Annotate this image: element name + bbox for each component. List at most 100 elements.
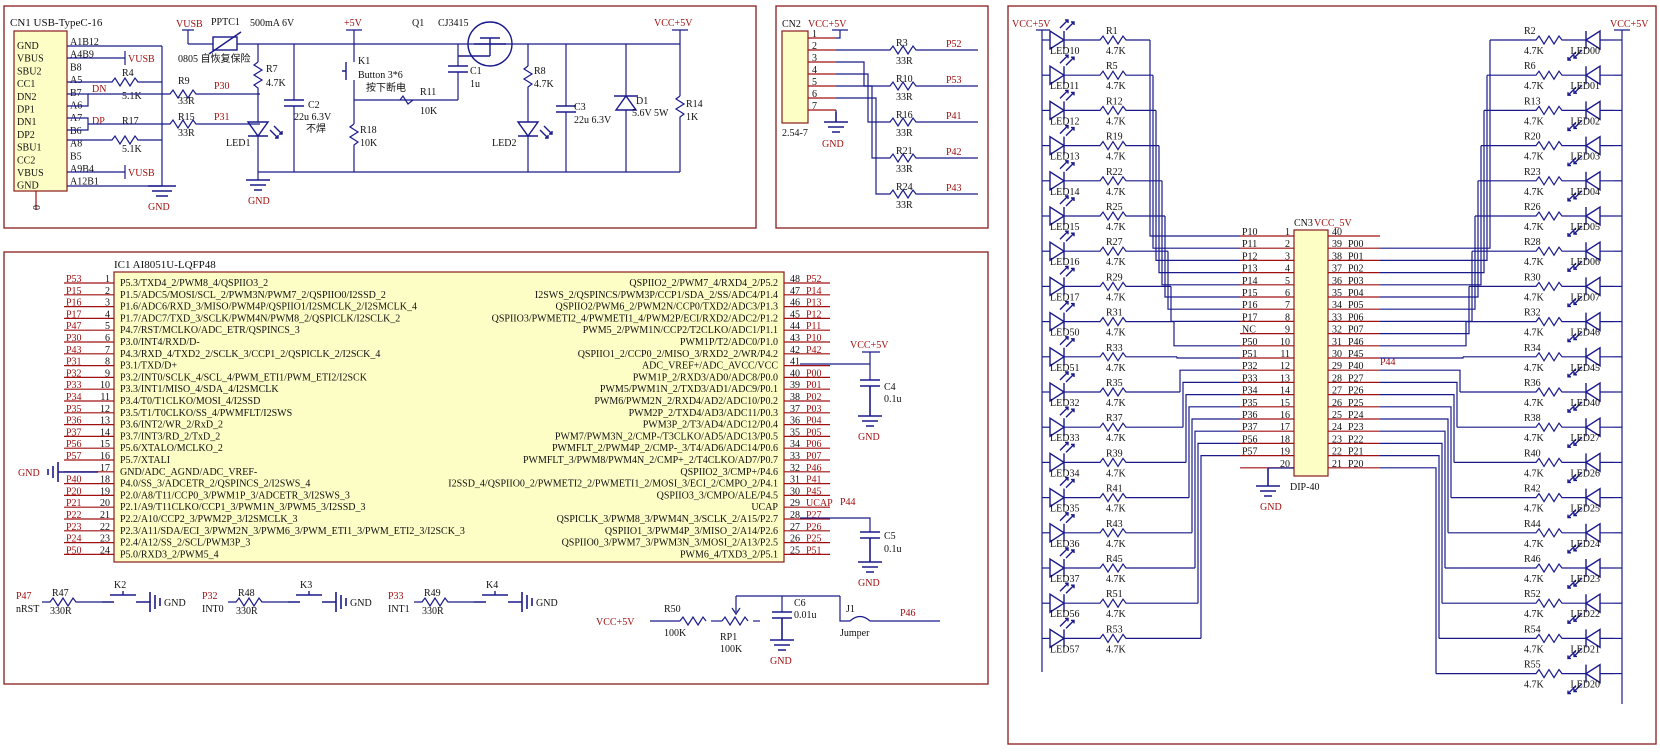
ic1-pin-number: 17: [100, 463, 110, 474]
led-res-value: 4.7K: [1524, 644, 1545, 655]
r11-ref: R11: [420, 87, 436, 98]
key-net: P47: [16, 591, 32, 602]
ic1-pin-function: P4.0/SS_3/ADCETR_2/QSPINCS_2/I2SWS_4: [120, 479, 310, 490]
ic1-pin-net: P30: [66, 333, 82, 344]
ic1-pin-net: P05: [806, 427, 822, 438]
key-ref: K3: [300, 580, 312, 591]
key-res-value: 330R: [236, 606, 258, 617]
led-res-value: 4.7K: [1524, 257, 1545, 268]
led-route: [1194, 430, 1240, 568]
d1-value: 5.6V 5W: [632, 108, 669, 119]
cn3-pin-number: 2: [1285, 239, 1290, 250]
led-route: [1380, 40, 1491, 249]
ic1-pin-net: P24: [66, 534, 82, 545]
ic1-pin-number: 43: [790, 333, 800, 344]
led-res-value: 4.7K: [1106, 609, 1127, 620]
ic1-pin-number: 40: [790, 368, 800, 379]
led-ref: LED51: [1050, 363, 1079, 374]
cn3-pin-net: P13: [1242, 264, 1258, 275]
c2-value: 22u 6.3V: [294, 112, 332, 123]
cn3-pin-net: P50: [1242, 337, 1258, 348]
led-res-ref: R33: [1106, 343, 1123, 354]
keys-vcc: VCC+5V: [596, 617, 635, 628]
led-resistor: [1481, 140, 1614, 151]
ic1-pin-function: PWMFLT_3/PWM8/PWM4N_2/CMP+_2/T4CLKO/AD7/…: [523, 455, 778, 466]
cn3-pin-number: 40: [1332, 227, 1342, 238]
cn1-vusb-label-top: VUSB: [128, 54, 155, 65]
led-resistor: [1466, 316, 1614, 327]
ic1-pin-net: P43: [66, 345, 82, 356]
led-res-ref: R20: [1524, 132, 1541, 143]
led-route: [1380, 369, 1461, 392]
ic1-pin-net: P10: [806, 333, 822, 344]
pptc1-note: 0805 自恢复保险: [178, 52, 251, 65]
led-res-value: 4.7K: [1524, 468, 1545, 479]
ic1-pin-net: P11: [806, 321, 821, 332]
r4-value: 5.1K: [122, 91, 143, 102]
ic1-pin-function: PWM5_2/PWM1N/CCP2/T2CLKO/ADC1/P1.1: [583, 325, 778, 336]
led-rays: [1059, 476, 1075, 489]
ic1-pin-number: 6: [105, 333, 110, 344]
led-res-ref: R40: [1524, 448, 1541, 459]
led-res-value: 4.7K: [1106, 222, 1127, 233]
cn3-vcc-top: VCC_5V: [1314, 218, 1353, 229]
ic1-pin-number: 4: [105, 309, 110, 320]
ic1-pin-number: 3: [105, 298, 110, 309]
led-route: [1380, 467, 1437, 674]
cn2-res-ref: R10: [896, 74, 913, 85]
cn3-pin-net: P23: [1348, 422, 1364, 433]
ic1-pin-number: 7: [105, 345, 110, 356]
ic1-pin-net: P17: [66, 309, 82, 320]
ic1-pin-net: P53: [66, 274, 82, 285]
led-res-value: 4.7K: [1106, 504, 1127, 515]
led-resistor: [1064, 598, 1198, 609]
led-ref: LED07: [1571, 292, 1600, 303]
cn2-pin-number: 5: [812, 77, 817, 88]
led-rays: [1059, 19, 1075, 31]
r9-value: 33R: [178, 96, 195, 107]
j1-value: Jumper: [840, 628, 870, 639]
cn3-pin-net: P36: [1242, 410, 1258, 421]
cn2-resistor: [836, 61, 978, 92]
cn3-pin-net: P07: [1348, 325, 1364, 336]
led-res-value: 4.7K: [1106, 433, 1127, 444]
right-led-array: LED00R24.7KLED01R64.7KLED02R134.7KLED03R…: [1380, 26, 1622, 695]
led-resistor: [1487, 70, 1614, 81]
ic1-pin-net: P01: [806, 380, 822, 391]
led-res-ref: R13: [1524, 96, 1541, 107]
ic1-pin-function: P2.4/A12/SS_2/SCL/PWM3P_3: [120, 538, 250, 549]
led-ref: LED03: [1571, 152, 1600, 163]
led-res-value: 4.7K: [1524, 539, 1545, 550]
cn3-pin-number: 12: [1280, 361, 1290, 372]
cn3-pin-number: 8: [1285, 312, 1290, 323]
ic1-pin-function: PWM1P_2/RXD3/AD0/ADC8/P0.0: [633, 372, 778, 383]
ic1-pin-net: P12: [806, 309, 822, 320]
cn2-res-value: 33R: [896, 164, 913, 175]
cn3-pin-net: P46: [1348, 337, 1364, 348]
cn2-body: [781, 30, 809, 124]
cn2-pin-number: 3: [812, 53, 817, 64]
cn3-pin-number: 9: [1285, 325, 1290, 336]
led-res-ref: R37: [1106, 413, 1123, 424]
r17-ref: R17: [122, 116, 139, 127]
key-gnd-symbol: [521, 592, 533, 612]
led-res-ref: R46: [1524, 554, 1541, 565]
ic1-pin-number: 2: [105, 286, 110, 297]
cn2-resistors: R333RP52R1033RP53R1633RP41R2133RP42R2433…: [836, 38, 978, 211]
ic1-title: IC1 AI8051U-LQFP48: [114, 259, 216, 271]
cn1-pin-name: CC1: [17, 79, 35, 90]
led-rays: [1059, 265, 1075, 277]
led-resistor: [1064, 386, 1180, 398]
k1-note: 按下断电: [366, 81, 406, 94]
ic1-pin-function: PWM6_4/TXD3_2/P5.1: [680, 549, 778, 560]
ic1-pin-number: 16: [100, 451, 110, 462]
r50-value: 100K: [664, 628, 687, 639]
ic1-pin-number: 25: [790, 545, 800, 556]
cn2-pin-number: 1: [812, 29, 817, 40]
c2-note: 不焊: [306, 123, 326, 135]
key-gnd-label: GND: [164, 598, 186, 609]
led-res-value: 4.7K: [1524, 187, 1545, 198]
cn1-pin-name: DP2: [17, 130, 35, 141]
cn2-res-ref: R16: [896, 110, 913, 121]
cn2-vcc-net: [832, 29, 848, 39]
